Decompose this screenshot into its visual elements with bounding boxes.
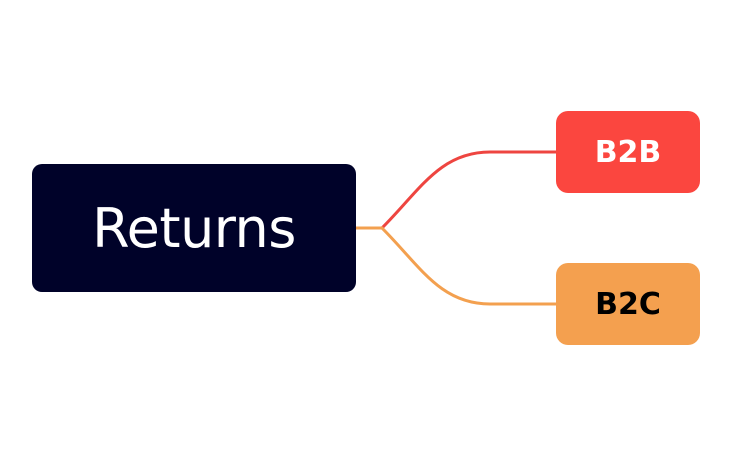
connector-root-to-b2b	[380, 150, 558, 230]
child-node-b2b-label: B2B	[594, 134, 662, 170]
root-node-label: Returns	[92, 196, 296, 260]
child-node-b2c-label: B2C	[595, 286, 661, 322]
child-node-b2b[interactable]: B2B	[556, 111, 700, 193]
child-node-b2c[interactable]: B2C	[556, 263, 700, 345]
connector-root-to-b2c	[380, 226, 558, 306]
root-node-returns[interactable]: Returns	[32, 164, 356, 292]
